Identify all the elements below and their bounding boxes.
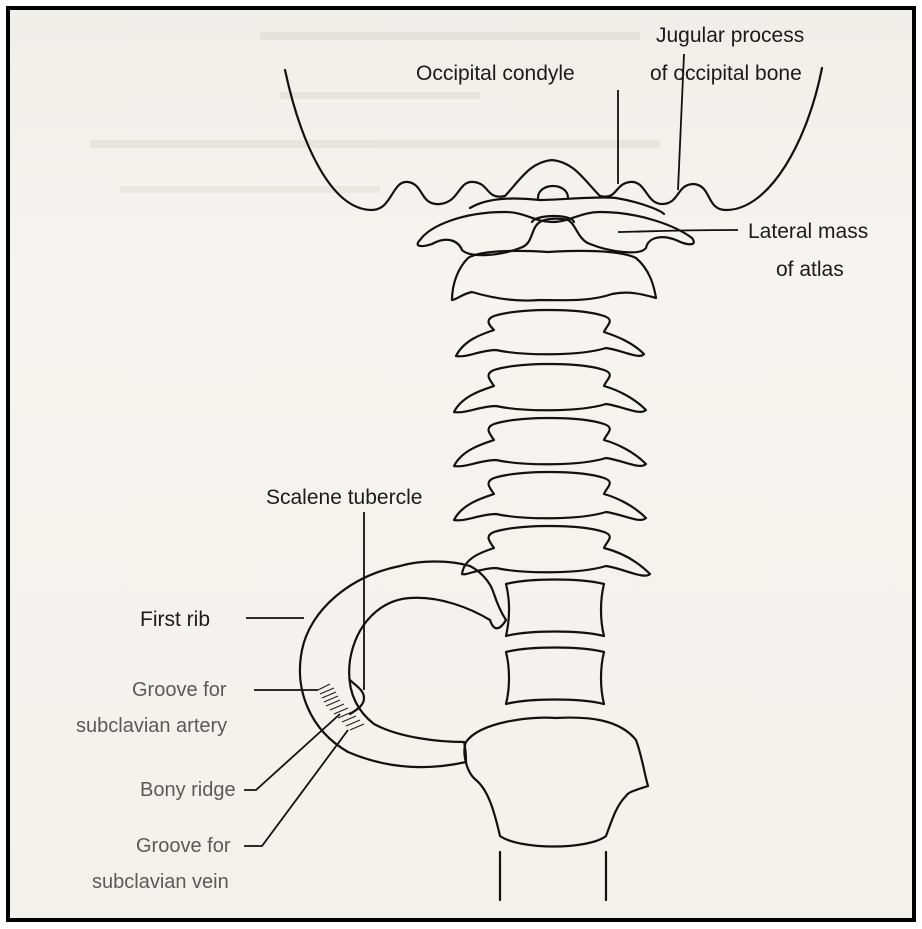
leader-lateral-mass bbox=[618, 230, 738, 232]
label-jugular-process-line1: Jugular process bbox=[656, 24, 804, 47]
label-bony-ridge: Bony ridge bbox=[140, 779, 236, 801]
label-groove-vein-line1: Groove for bbox=[136, 835, 231, 857]
scalene-tubercle-bump bbox=[350, 680, 364, 714]
leader-groove-vein bbox=[244, 730, 348, 846]
thoracic-vertebra-t2 bbox=[506, 648, 604, 705]
vertebra-c5 bbox=[454, 418, 646, 466]
axis-vertebra bbox=[452, 251, 656, 301]
label-lateral-mass-line1: Lateral mass bbox=[748, 220, 868, 243]
thoracic-vertebra-t1 bbox=[506, 580, 604, 637]
label-first-rib: First rib bbox=[140, 608, 210, 631]
label-groove-vein-line2: subclavian vein bbox=[92, 871, 229, 893]
vertebra-c7 bbox=[462, 526, 650, 576]
label-occipital-condyle: Occipital condyle bbox=[416, 62, 575, 85]
groove-hatching bbox=[318, 684, 364, 730]
label-jugular-process-line2: of occipital bone bbox=[650, 62, 802, 85]
label-groove-artery-line2: subclavian artery bbox=[76, 715, 227, 737]
first-rib-outer bbox=[300, 562, 470, 768]
manubrium bbox=[464, 718, 648, 847]
leader-bony-ridge bbox=[244, 714, 340, 790]
first-rib-inner bbox=[349, 598, 490, 742]
label-lateral-mass-line2: of atlas bbox=[776, 258, 844, 281]
vertebra-c6 bbox=[454, 472, 646, 520]
cervical-vertebrae bbox=[454, 310, 650, 576]
atlas-vertebra bbox=[418, 212, 694, 255]
sternum-body bbox=[500, 852, 606, 900]
label-groove-artery-line1: Groove for bbox=[132, 679, 227, 701]
vertebra-c4 bbox=[454, 364, 646, 412]
foramen-magnum bbox=[538, 186, 568, 198]
label-scalene-tubercle: Scalene tubercle bbox=[266, 486, 422, 509]
vertebra-c3 bbox=[456, 310, 644, 356]
